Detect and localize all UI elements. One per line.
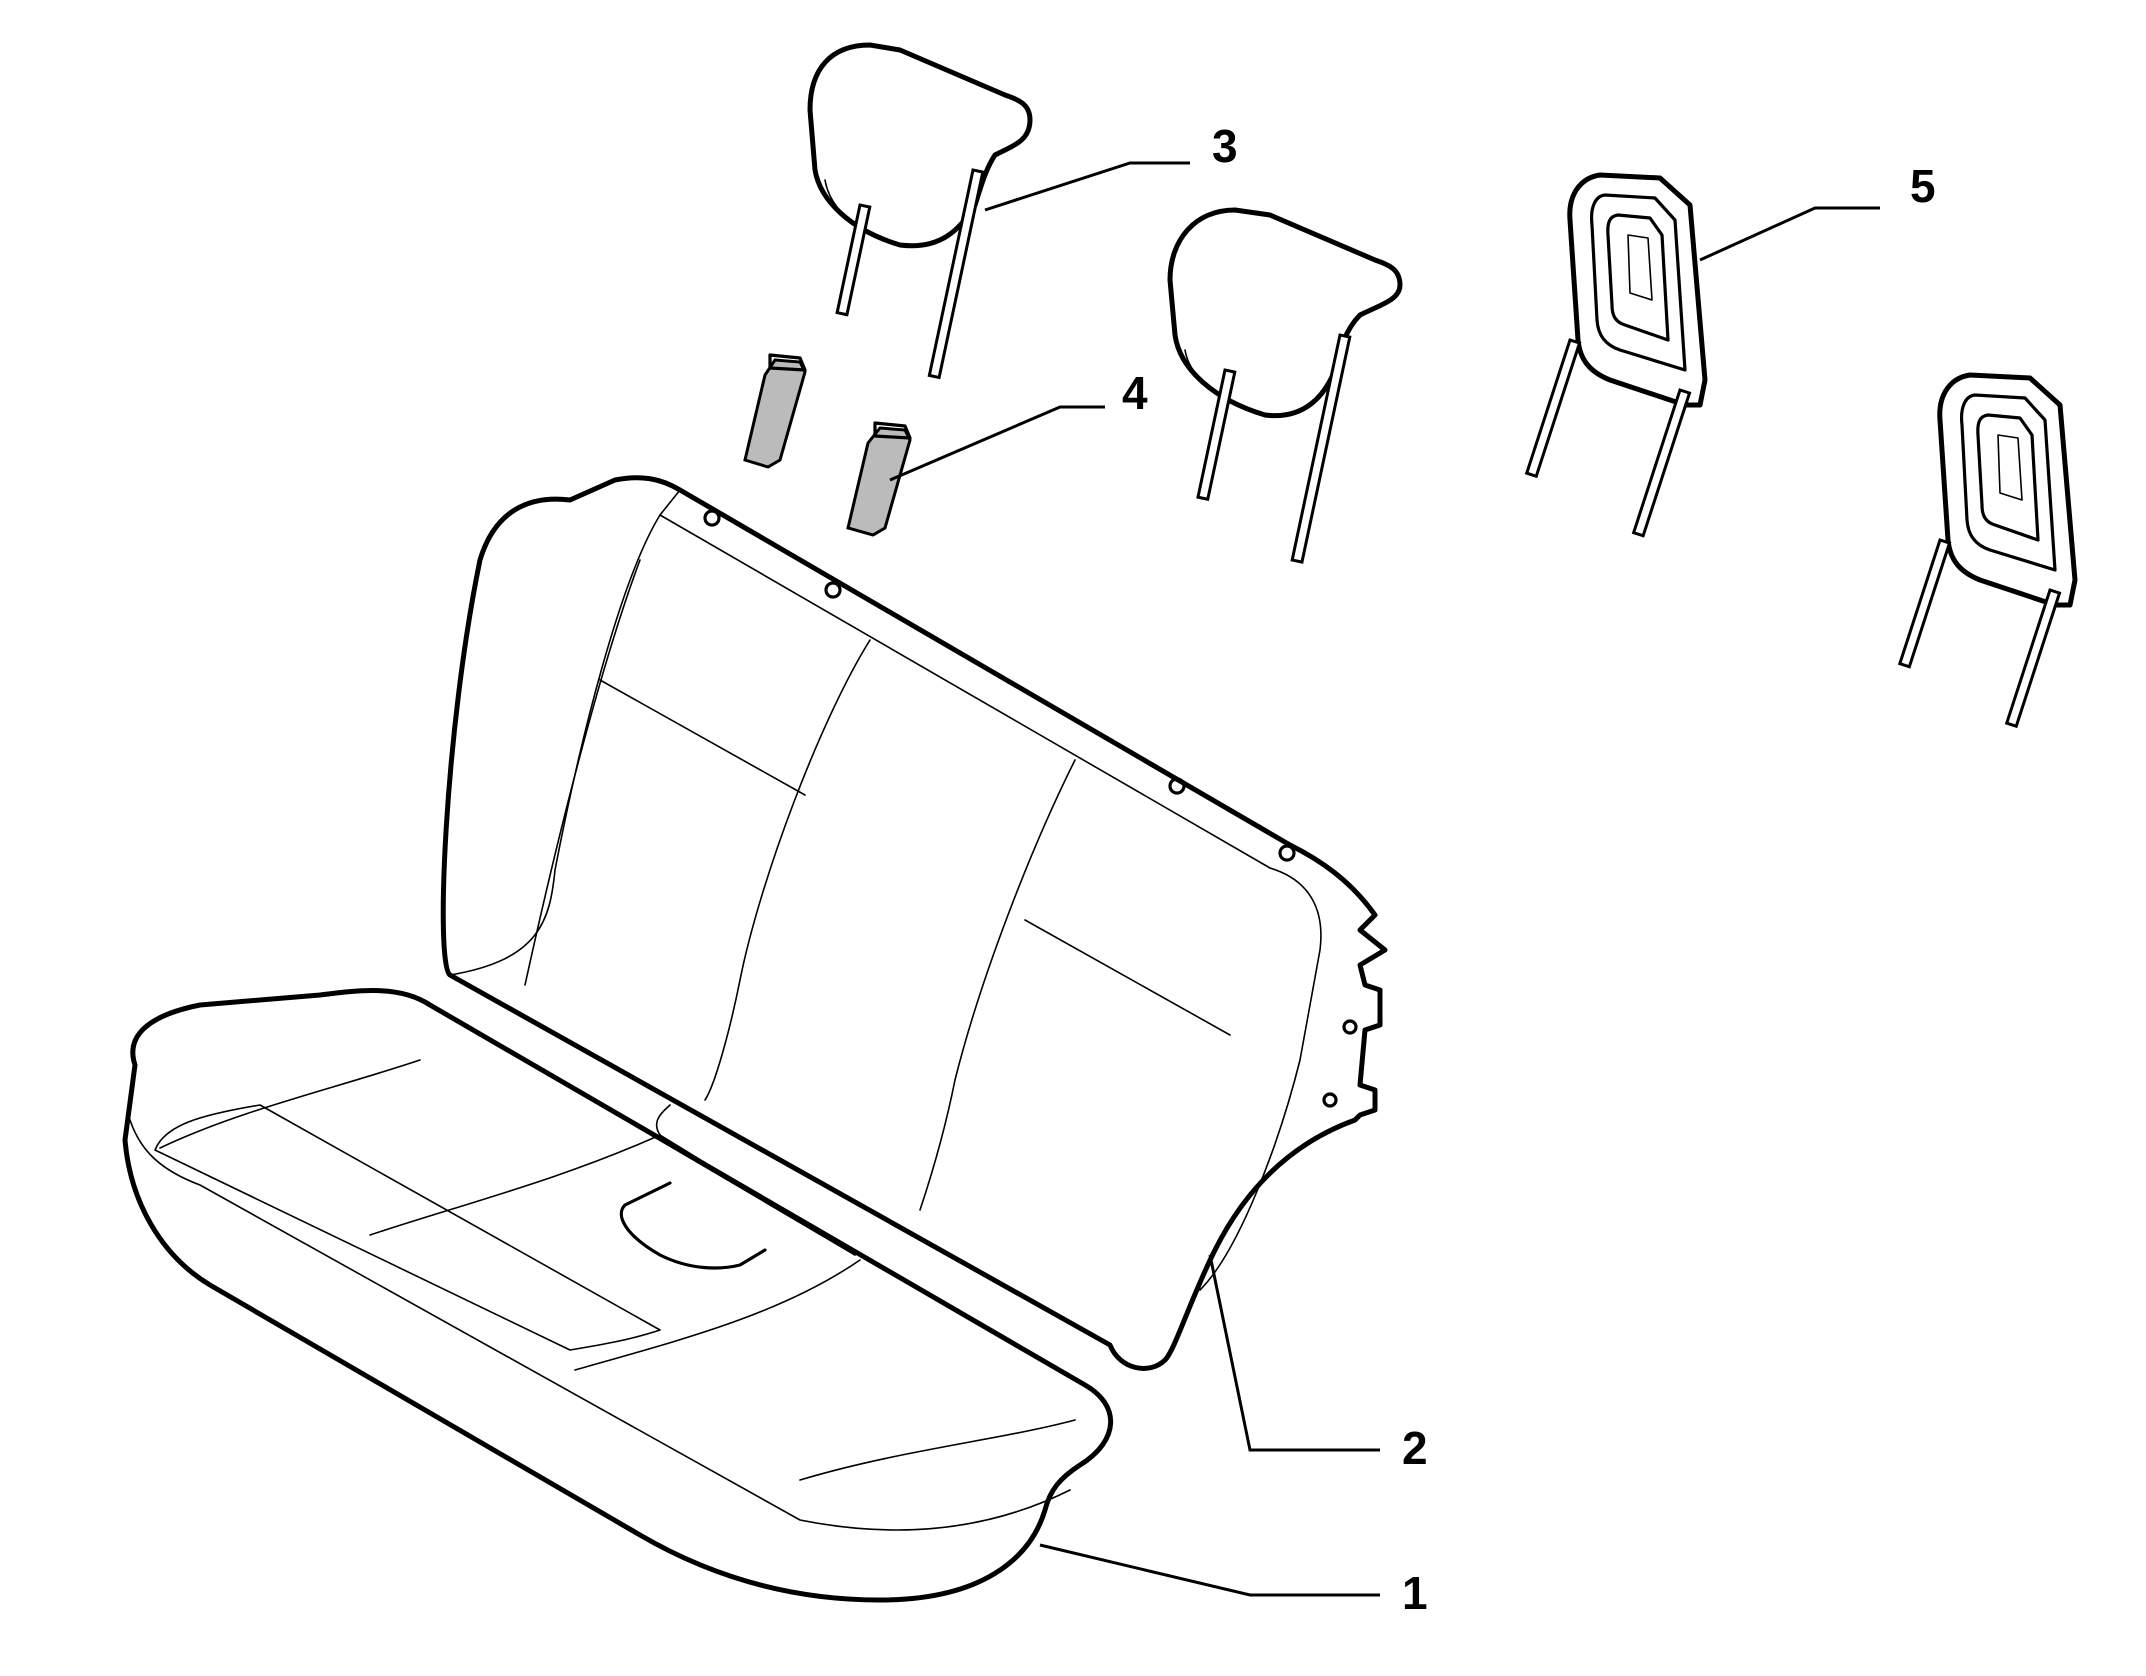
callout-5: 5 xyxy=(1910,160,1936,212)
headrest-guide-left xyxy=(743,353,807,469)
headrest-frame-lower xyxy=(1897,372,2078,729)
callout-1: 1 xyxy=(1402,1567,1428,1619)
leader-line-5 xyxy=(1699,206,1880,262)
callout-3: 3 xyxy=(1212,120,1238,172)
seat-back xyxy=(440,475,1388,1371)
callout-4: 4 xyxy=(1122,367,1148,419)
leader-line-3 xyxy=(984,161,1190,212)
callout-2: 2 xyxy=(1402,1422,1428,1474)
callout-labels: 1 2 3 4 5 xyxy=(1122,120,1936,1619)
leader-line-1 xyxy=(1039,1543,1380,1597)
leader-line-4 xyxy=(889,405,1105,482)
headrest-upholstered-left xyxy=(807,42,1033,380)
seat-cushion xyxy=(122,988,1114,1603)
leader-line-2 xyxy=(1208,1254,1380,1452)
headrest-guide-right xyxy=(846,421,912,537)
leader-lines xyxy=(889,161,1880,1597)
headrest-upholstered-right xyxy=(1167,207,1403,564)
headrest-frame-upper xyxy=(1524,172,1708,538)
